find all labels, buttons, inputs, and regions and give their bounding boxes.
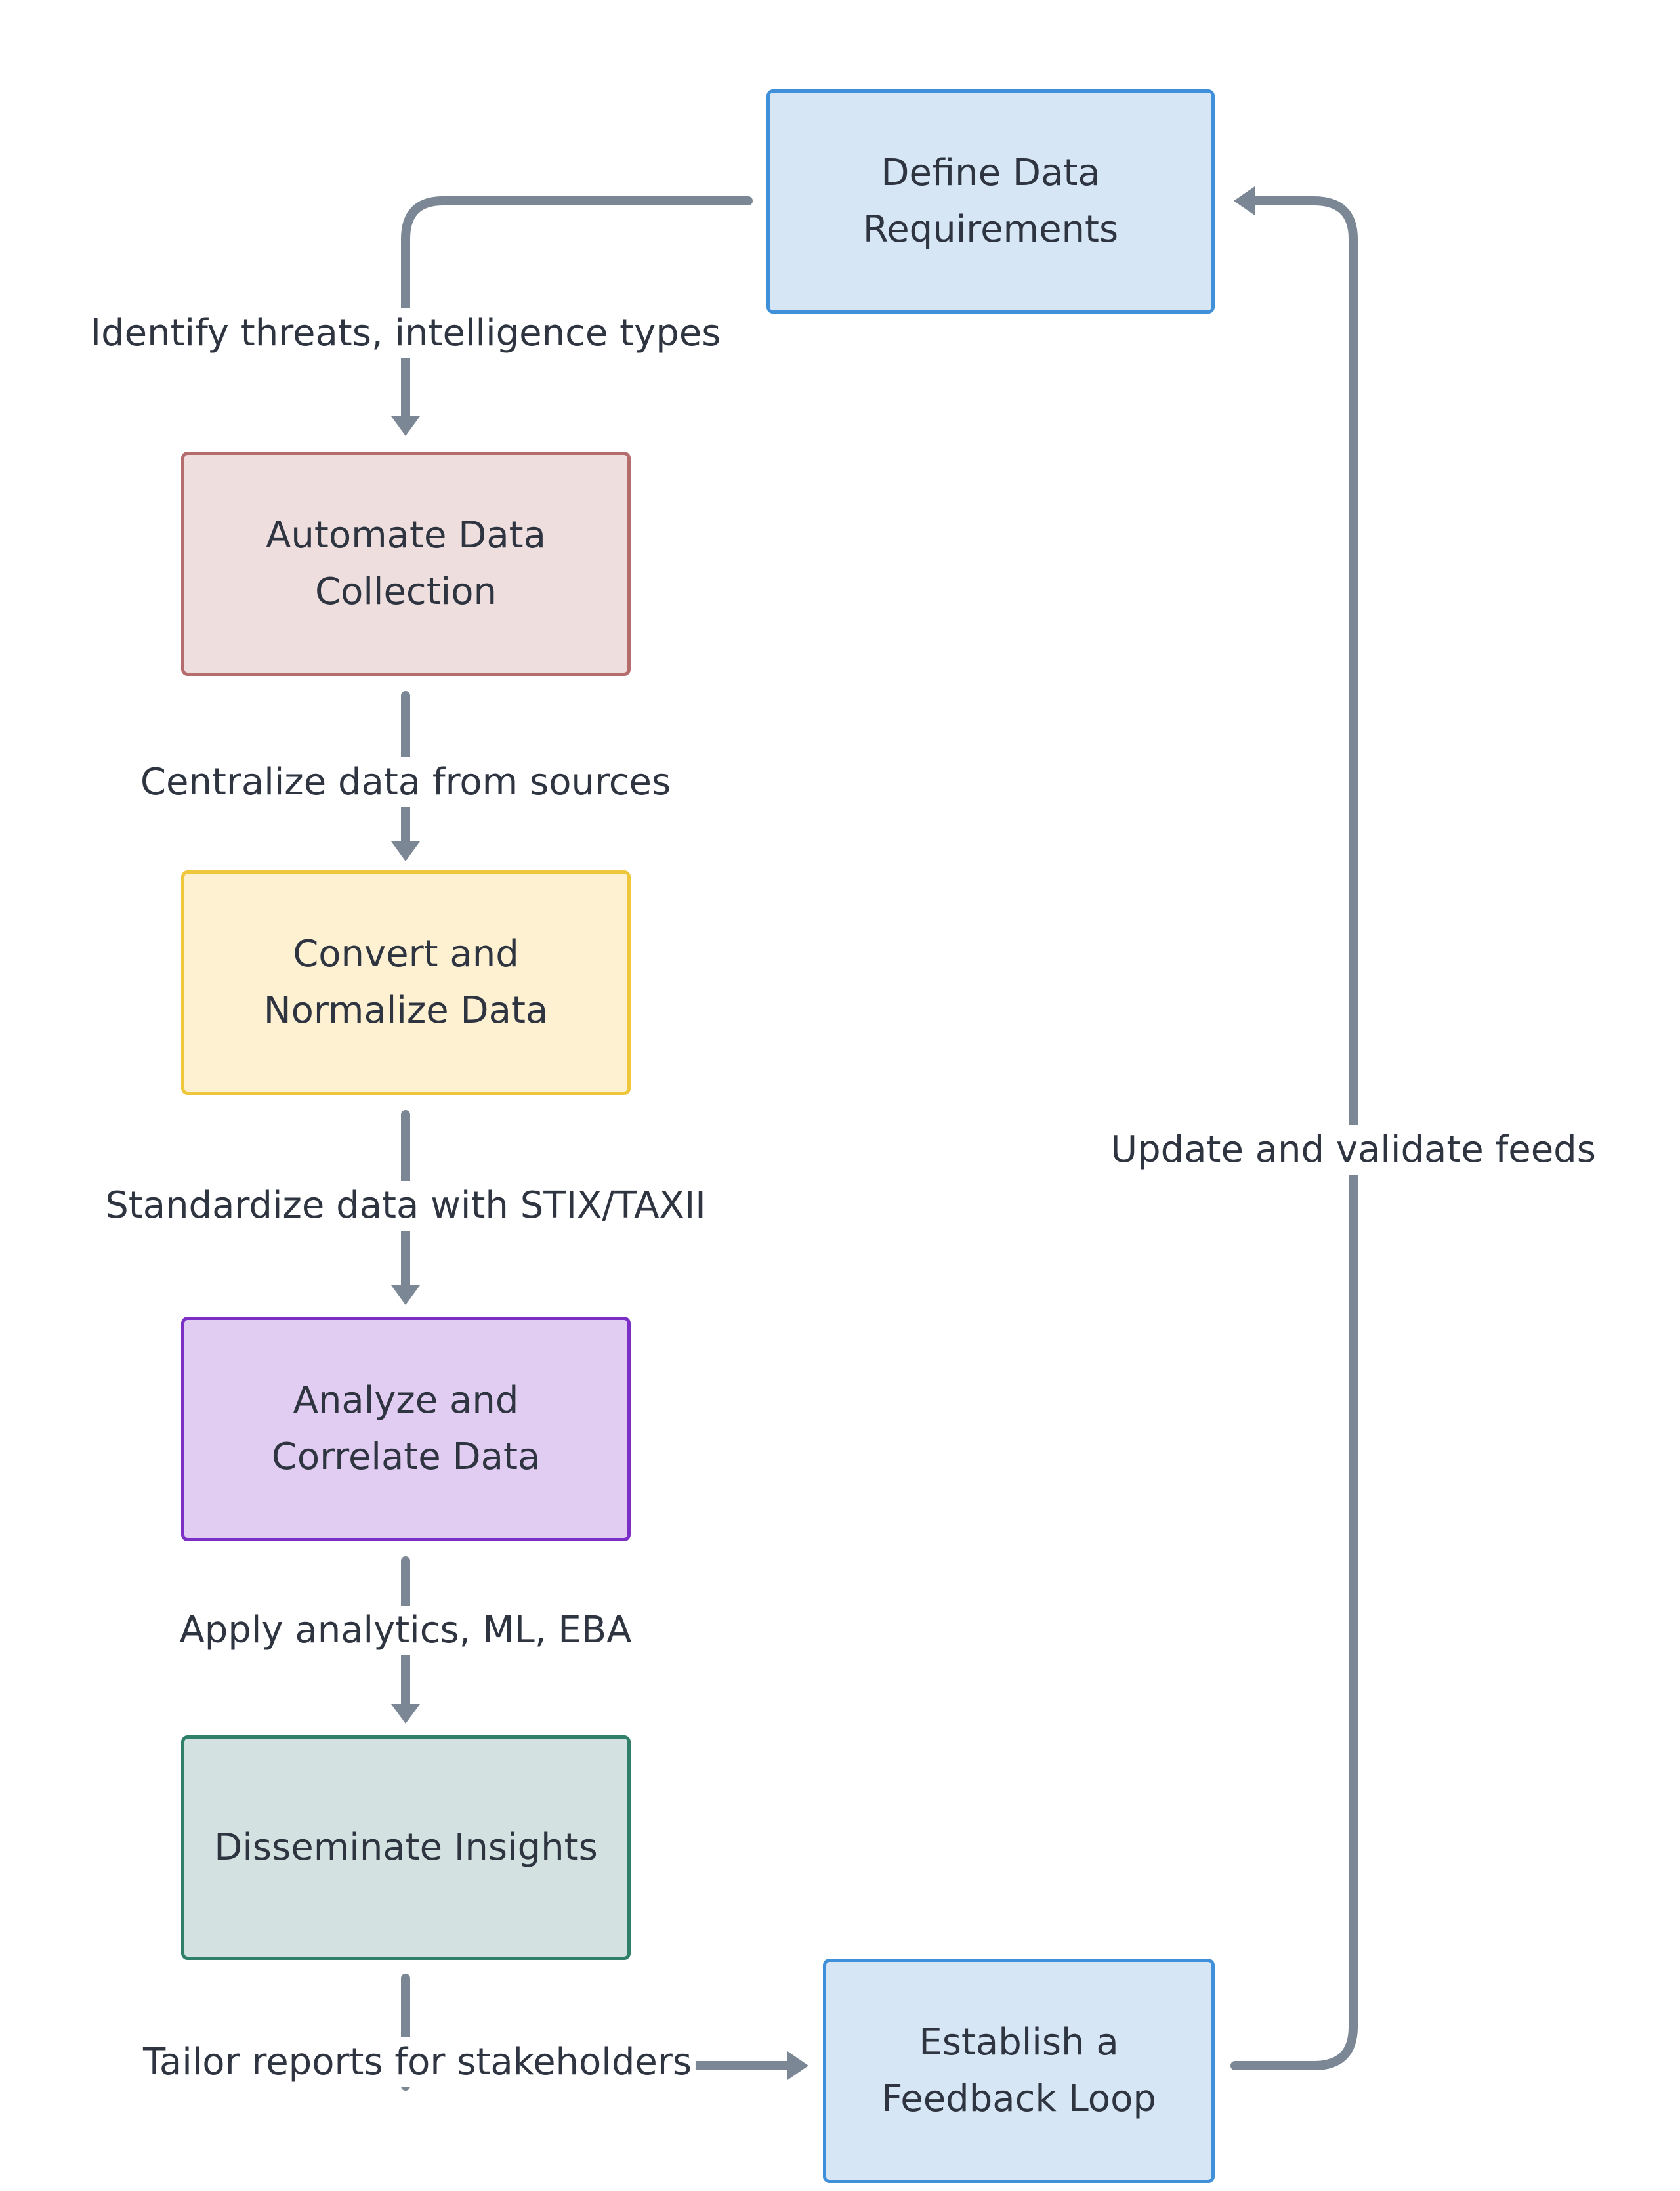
edge-label-tailor: Tailor reports for stakeholders [138, 2037, 696, 2087]
node-label: Disseminate Insights [214, 1826, 598, 1869]
arrowhead-automate [391, 416, 420, 436]
node-convert-normalize-data: Convert and Normalize Data [181, 870, 631, 1095]
edge-define-to-automate [401, 196, 753, 423]
arrowhead-disseminate [391, 1704, 420, 1724]
edge-label-centralize: Centralize data from sources [136, 757, 675, 807]
node-label: Automate Data Collection [266, 514, 546, 613]
node-label: Convert and Normalize Data [263, 933, 549, 1032]
edge-label-update: Update and validate feeds [1106, 1125, 1600, 1175]
edge-label-standardize: Standardize data with STIX/TAXII [101, 1181, 710, 1231]
node-define-data-requirements: Define Data Requirements [766, 89, 1215, 314]
arrowhead-convert [391, 841, 420, 861]
arrowhead-feedback [788, 2051, 808, 2080]
node-automate-data-collection: Automate Data Collection [181, 452, 631, 676]
arrowhead-analyze [391, 1285, 420, 1305]
edge-label-identify: Identify threats, intelligence types [86, 308, 725, 358]
node-establish-feedback-loop: Establish a Feedback Loop [823, 1959, 1215, 2183]
node-label: Define Data Requirements [862, 152, 1119, 251]
node-analyze-correlate-data: Analyze and Correlate Data [181, 1317, 631, 1541]
edge-label-apply: Apply analytics, ML, EBA [175, 1606, 636, 1655]
node-label: Analyze and Correlate Data [271, 1379, 541, 1478]
node-disseminate-insights: Disseminate Insights [181, 1735, 631, 1960]
node-label: Establish a Feedback Loop [881, 2021, 1156, 2120]
arrowhead-define [1234, 186, 1255, 215]
